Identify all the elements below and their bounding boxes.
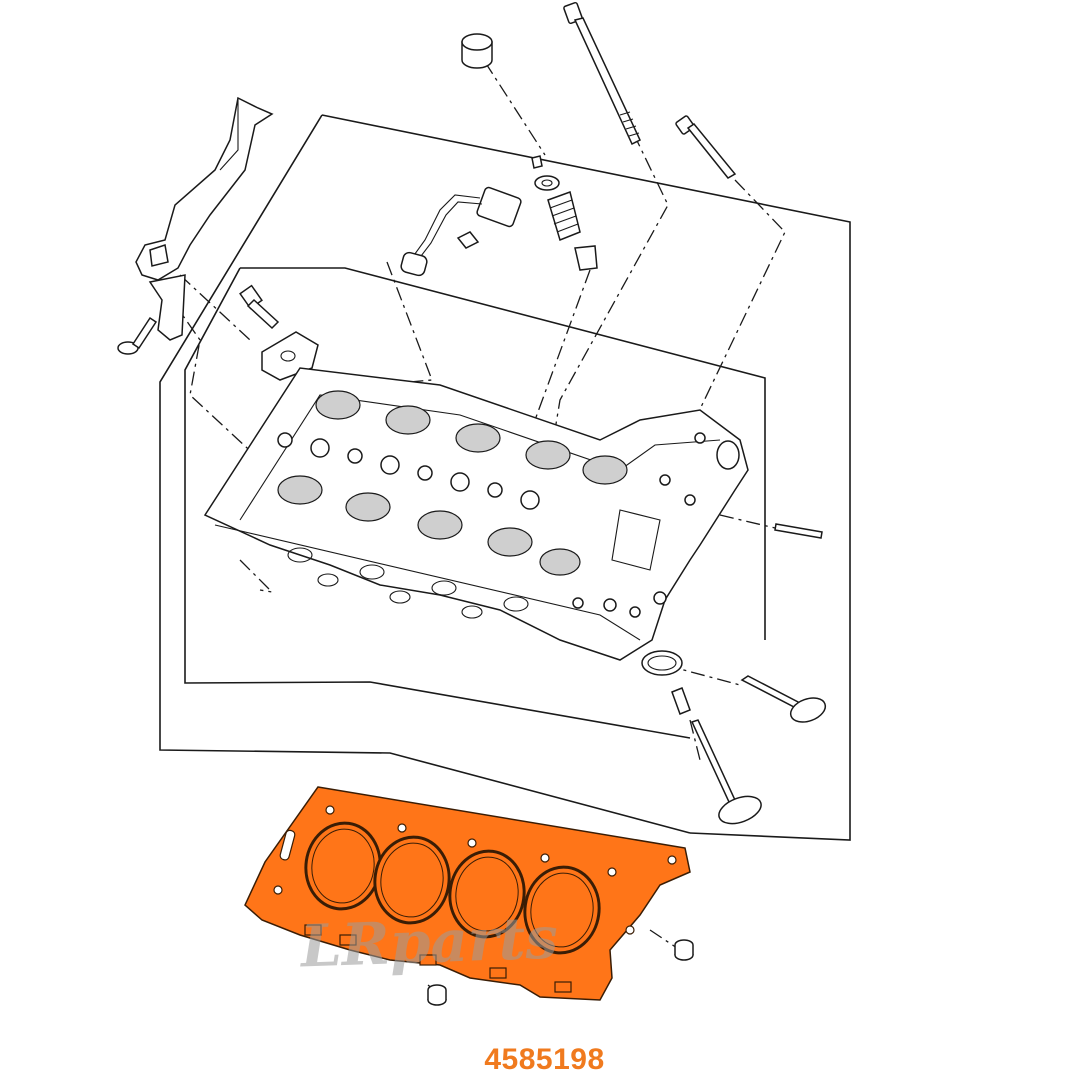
bracket xyxy=(135,96,274,341)
part-number: 4585198 xyxy=(484,1043,605,1076)
cap-bolt xyxy=(239,284,280,330)
camshaft-sensor xyxy=(400,186,522,277)
cylinder-head-bolt xyxy=(563,1,641,146)
assembly-outline xyxy=(159,114,851,841)
gasket-dowel-right xyxy=(674,939,694,961)
intake-valve xyxy=(690,719,762,825)
front-face xyxy=(572,432,740,618)
watermark: LRparts xyxy=(298,904,559,981)
dowel-pin xyxy=(774,523,823,539)
gasket-tabs xyxy=(304,924,572,993)
valve-spring-set xyxy=(531,155,598,271)
short-bolt xyxy=(675,115,737,179)
gasket-dowel-left xyxy=(427,984,447,1006)
valve-pockets xyxy=(277,432,540,510)
cam-journals xyxy=(277,390,628,576)
o-ring xyxy=(641,650,683,676)
flange-bolt xyxy=(117,316,158,355)
bolt-holes-lower xyxy=(287,547,529,619)
cylinder-head-gasket xyxy=(244,786,691,1001)
gasket-holes xyxy=(273,805,677,935)
hydraulic-tappet xyxy=(461,33,493,69)
cylinder-head xyxy=(203,367,749,661)
exhaust-valve xyxy=(740,675,827,723)
valve-guide xyxy=(671,687,691,715)
gasket-bores xyxy=(304,821,601,955)
